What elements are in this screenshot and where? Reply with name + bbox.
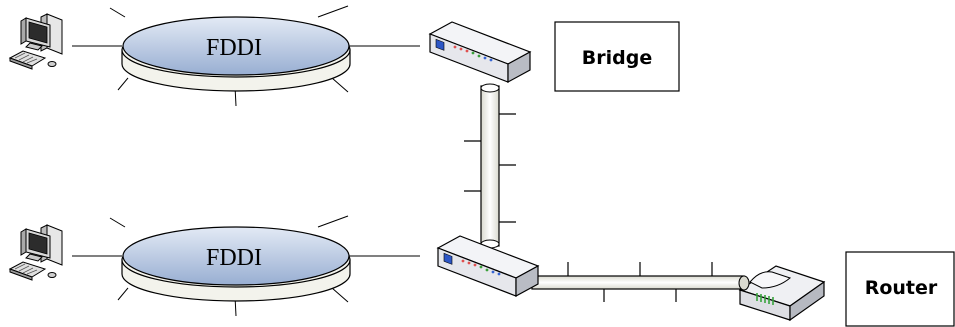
- horizontal-cable: [531, 262, 745, 302]
- router-icon: [738, 265, 826, 322]
- vertical-cable: [464, 83, 516, 249]
- fddi-ring-top: FDDI: [72, 5, 420, 107]
- router-label: Router: [865, 277, 938, 299]
- computer-icon: [9, 224, 63, 281]
- router-label-box: Router: [845, 251, 955, 327]
- computer-icon: [9, 13, 63, 70]
- bridge-label-box: Bridge: [554, 21, 680, 92]
- bridge-icon: [429, 21, 531, 83]
- fddi-label-top: FDDI: [206, 35, 262, 61]
- fddi-ring-bottom: FDDI: [72, 215, 420, 317]
- fddi-label-bottom: FDDI: [206, 245, 262, 271]
- bridge-label: Bridge: [582, 47, 652, 69]
